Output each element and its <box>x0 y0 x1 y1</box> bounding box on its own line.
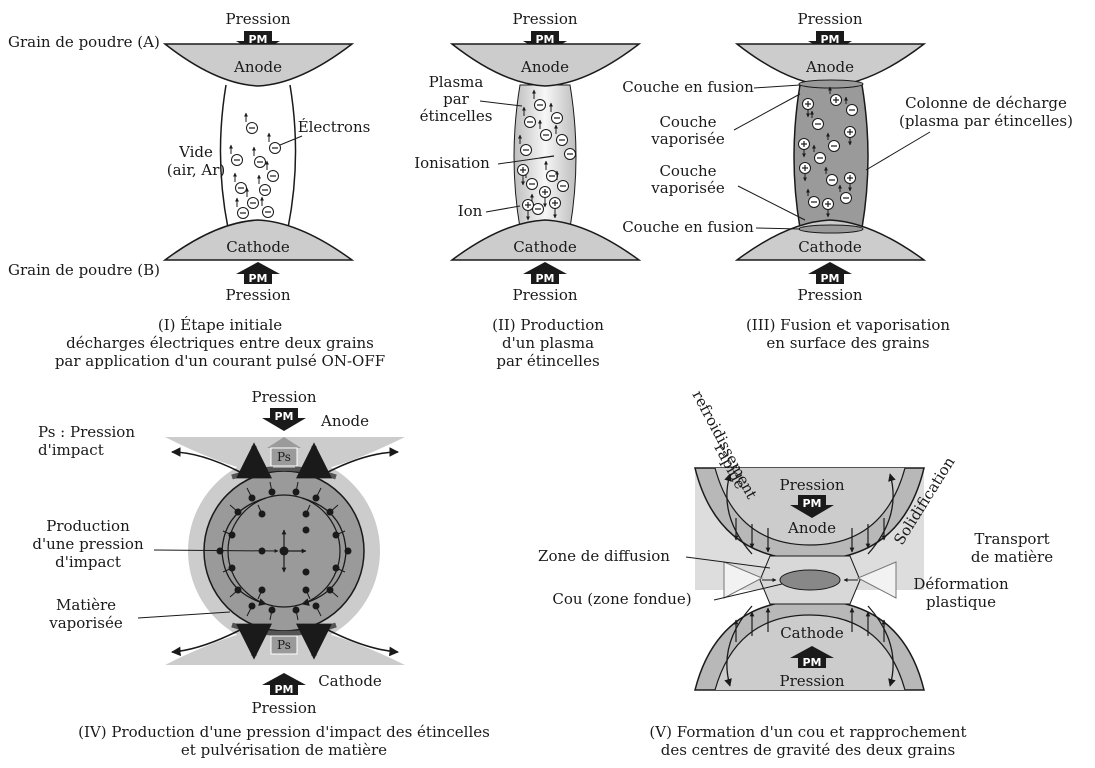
pm-label: PM <box>274 683 293 696</box>
molten-neck <box>780 570 840 590</box>
pm-label: PM <box>274 410 293 423</box>
plasma-leader <box>480 101 522 106</box>
pm-label: PM <box>248 272 267 285</box>
diffusion-zone-label: Zone de diffusion <box>538 547 670 565</box>
panel4-caption-line2: et pulvérisation de matière <box>181 741 387 759</box>
matiere-sub: vaporisée <box>48 614 123 632</box>
panel4-cathode-label: Cathode <box>318 672 382 690</box>
pm-arrow-up-icon: PM <box>523 262 567 285</box>
pm-arrow-up-icon: PM <box>236 262 280 285</box>
molten-top-leader <box>754 85 800 88</box>
panel5-caption-line1: (V) Formation d'un cou et rapprochement <box>649 723 966 741</box>
matiere-label: Matière <box>56 596 116 614</box>
panel4-anode-label: Anode <box>320 412 369 430</box>
production-label: Production <box>46 517 130 535</box>
vaporized-1-leader <box>734 94 800 130</box>
electrons-label: Électrons <box>298 118 371 136</box>
panel4-pression-bottom: Pression <box>251 699 316 717</box>
pm-arrow-down-icon: PM <box>262 408 306 431</box>
panel-5: Pression PM Anode Cathode PM Pression re… <box>538 387 1053 759</box>
panel3-pression-bottom: Pression <box>797 286 862 304</box>
pm-label: PM <box>802 497 821 510</box>
panel1-pression-bottom: Pression <box>225 286 290 304</box>
deformation-label: Déformation <box>913 575 1009 593</box>
molten-layer-top-label: Couche en fusion <box>622 78 754 96</box>
anode-label: Anode <box>805 58 854 76</box>
plasma-label: Plasma <box>429 73 484 91</box>
pm-label: PM <box>802 656 821 669</box>
production-sub-2: d'impact <box>55 553 121 571</box>
plasma-label-3: étincelles <box>420 107 493 125</box>
ps-label: Ps <box>277 450 291 464</box>
pm-label: PM <box>535 272 554 285</box>
discharge-column-label: Colonne de décharge <box>905 94 1067 112</box>
panel2-pression-top: Pression <box>512 10 577 28</box>
pm-label: PM <box>820 272 839 285</box>
panel3-caption-line2: en surface des grains <box>766 334 929 352</box>
vide-label: Vide <box>178 143 213 161</box>
panel4-pression-top: Pression <box>251 388 316 406</box>
electrons-group <box>231 113 281 219</box>
panel2-caption-line3: par étincelles <box>496 352 599 370</box>
discharge-column-sub: (plasma par étincelles) <box>899 112 1073 130</box>
anode-label: Anode <box>233 58 282 76</box>
panel5-caption-line2: des centres de gravité des deux grains <box>661 741 956 759</box>
ps-pressure-sub: d'impact <box>38 441 104 459</box>
panel5-cathode-label: Cathode <box>780 624 844 642</box>
molten-layer-bottom <box>799 225 863 233</box>
panel5-pression-bottom: Pression <box>779 672 844 690</box>
cathode-label: Cathode <box>798 238 862 256</box>
vide-sub-label: (air, Ar) <box>167 161 226 179</box>
neck-label: Cou (zone fondue) <box>552 590 691 608</box>
panel2-caption-line2: d'un plasma <box>502 334 594 352</box>
cathode-label: Cathode <box>226 238 290 256</box>
panel1-caption-line2: décharges électriques entre deux grains <box>66 334 374 352</box>
deformation-sub: plastique <box>926 593 996 611</box>
pm-arrow-up-icon: PM <box>808 262 852 285</box>
vaporized-layer-2-label: Couche <box>659 162 716 180</box>
plasma-label-2: par <box>443 90 470 108</box>
electrons-leader <box>280 136 302 145</box>
molten-layer-bottom-label: Couche en fusion <box>622 218 754 236</box>
vaporized-layer-2-sub: vaporisée <box>650 179 725 197</box>
transport-label: Transport <box>974 530 1049 548</box>
grain-b-label: Grain de poudre (B) <box>8 261 160 279</box>
ion-leader <box>486 206 520 212</box>
molten-layer-top <box>799 80 863 88</box>
grain-a-label: Grain de poudre (A) <box>8 33 160 51</box>
ps-label: Ps <box>277 638 291 652</box>
pm-arrow-up-icon: PM <box>262 673 306 696</box>
panel3-caption-line1: (III) Fusion et vaporisation <box>746 316 950 334</box>
panel5-anode-label: Anode <box>787 519 836 537</box>
panel1-pression-top: Pression <box>225 10 290 28</box>
panel2-pression-bottom: Pression <box>512 286 577 304</box>
vaporized-layer-1-label: Couche <box>659 113 716 131</box>
production-sub-1: d'une pression <box>32 535 144 553</box>
panel1-caption-line3: par application d'un courant pulsé ON-OF… <box>55 352 385 370</box>
panel-4: Pression PM Anode Ps Ps <box>32 388 489 759</box>
ion-label: Ion <box>458 202 483 220</box>
discharge-column-leader <box>866 132 930 170</box>
panel3-pression-top: Pression <box>797 10 862 28</box>
panel2-caption-line1: (II) Production <box>492 316 604 334</box>
anode-label: Anode <box>520 58 569 76</box>
panel-3: Pression PM Anode Cathode PM Pression Co… <box>622 10 1073 352</box>
ionisation-label: Ionisation <box>414 154 490 172</box>
panel5-pression-top: Pression <box>779 476 844 494</box>
panel1-caption-line1: (I) Étape initiale <box>158 316 282 334</box>
panel4-caption-line1: (IV) Production d'une pression d'impact … <box>78 723 490 741</box>
transport-sub: de matière <box>971 548 1053 566</box>
cathode-label: Cathode <box>513 238 577 256</box>
panel-2: Pression PM Anode Cathode PM Pression Pl… <box>414 10 639 370</box>
panel-1: Pression PM Grain de poudre (A) Anode Ca… <box>8 10 385 370</box>
ps-pressure-label: Ps : Pression <box>38 423 135 441</box>
vaporized-layer-1-sub: vaporisée <box>650 130 725 148</box>
